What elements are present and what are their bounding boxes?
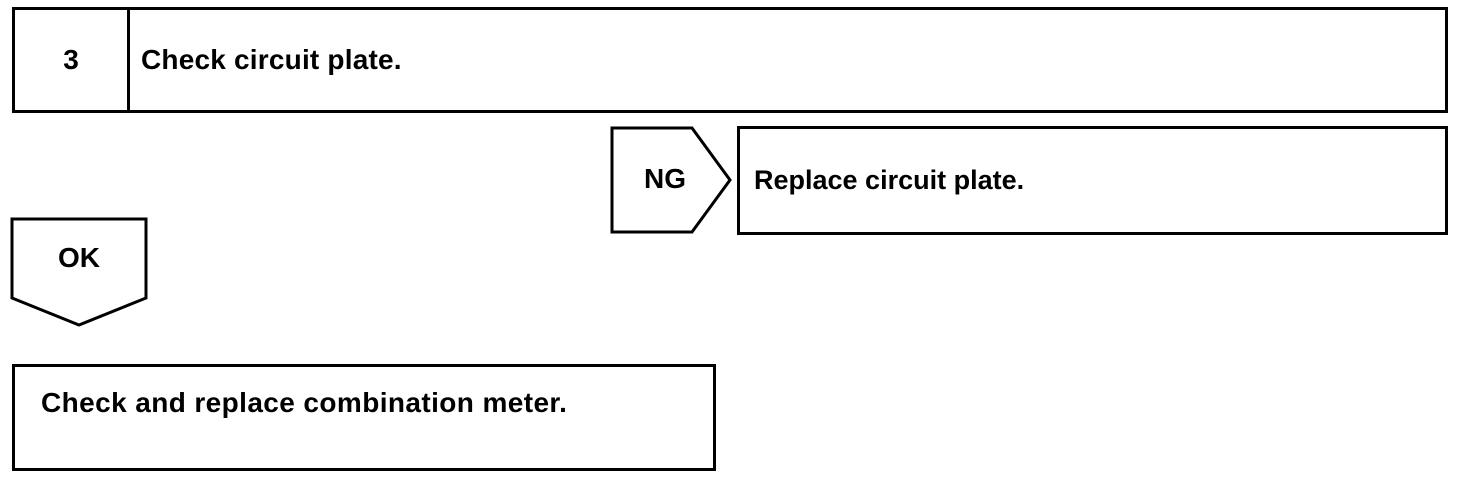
step-title: Check circuit plate. [141, 44, 402, 75]
ok-label: OK [58, 242, 100, 273]
ok-action-box: Check and replace combination meter. [12, 364, 716, 471]
ng-action-box: Replace circuit plate. [737, 126, 1448, 235]
ok-arrow-shape [10, 217, 148, 327]
ok-action-text: Check and replace combination meter. [41, 387, 568, 418]
ng-action-text: Replace circuit plate. [754, 165, 1025, 195]
ng-label: NG [644, 163, 686, 194]
step-number: 3 [15, 10, 130, 110]
step-header: 3 Check circuit plate. [12, 7, 1448, 113]
ng-arrow-shape [610, 126, 732, 234]
